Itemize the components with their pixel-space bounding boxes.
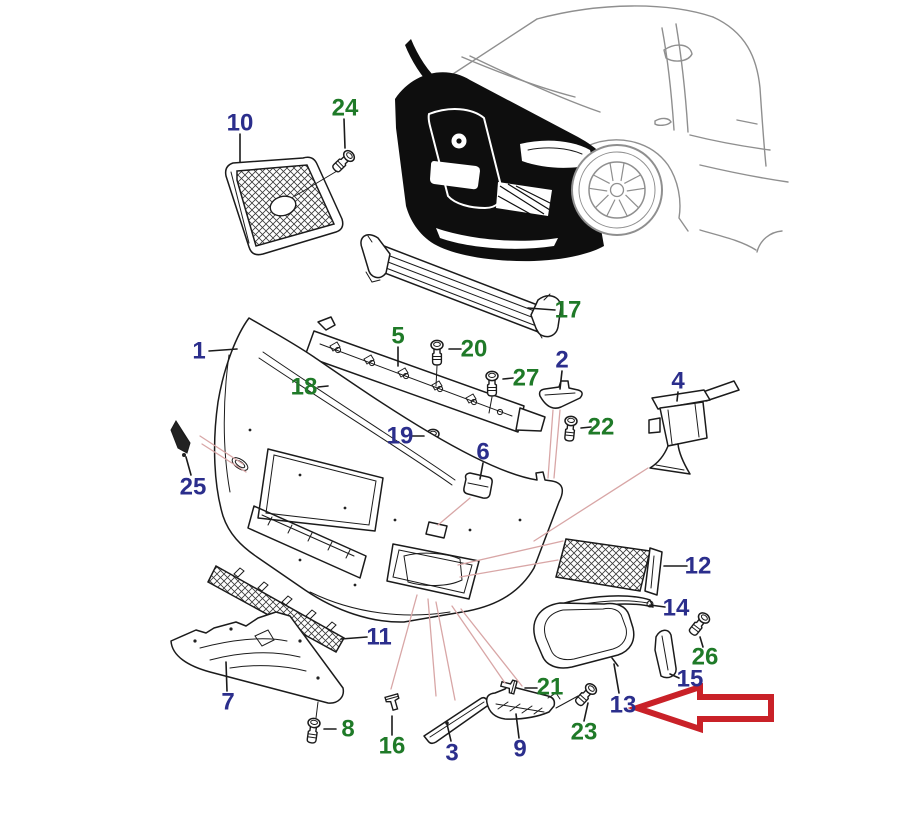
- part-impact-beam-17: [360, 234, 562, 339]
- callout-14: 14: [663, 595, 690, 622]
- part-bracket-3: [423, 696, 491, 745]
- part-fog-bezel-13: [533, 602, 635, 669]
- part-screw-8: [304, 701, 322, 745]
- wheel-spokes: [589, 162, 645, 217]
- part-bolt-26: [686, 609, 713, 639]
- part-bracket-2: [538, 380, 583, 409]
- callout-26: 26: [692, 644, 719, 671]
- part-bracket-4: [648, 380, 740, 475]
- callout-10: 10: [227, 110, 254, 137]
- part-mounting-panel-5: [304, 316, 546, 433]
- part-clip-16: [384, 693, 403, 713]
- callout-24: 24: [332, 95, 359, 122]
- callout-13: 13: [610, 692, 637, 719]
- callout-23: 23: [571, 719, 598, 746]
- part-bumper-cover-1: [213, 317, 564, 623]
- part-bracket-15: [654, 629, 677, 679]
- part-mesh-grille-12: [555, 538, 663, 596]
- callout-22: 22: [588, 414, 615, 441]
- part-screw-27: [485, 370, 499, 414]
- surface-specks: [248, 428, 522, 587]
- part-screw-20: [430, 339, 444, 387]
- highlight-arrow: [627, 682, 774, 734]
- callout-8: 8: [341, 716, 354, 743]
- part-sensor-jet-25: [170, 420, 191, 457]
- callout-21: 21: [537, 674, 564, 701]
- callout-25: 25: [180, 474, 207, 501]
- part-radiator-grille-10: [224, 156, 344, 256]
- vehicle-illustration: [395, 5, 789, 262]
- callout-7: 7: [221, 689, 234, 716]
- callout-27: 27: [513, 365, 540, 392]
- callout-1: 1: [192, 338, 205, 365]
- callouts: 1 2 3 4 5 6 7 8 9 10 11 12 13 14 15 16 1…: [180, 95, 719, 767]
- grille-tabs: [233, 567, 337, 632]
- reference-lines: [199, 409, 649, 701]
- callout-15: 15: [677, 666, 704, 693]
- part-tow-cover-9: [485, 685, 579, 720]
- leader-lines: [185, 118, 704, 742]
- callout-5: 5: [391, 323, 404, 350]
- callout-19: 19: [387, 423, 414, 450]
- callout-9: 9: [513, 736, 526, 763]
- highlighted-bumper-area: [395, 72, 616, 262]
- callout-20: 20: [461, 336, 488, 363]
- part-bolt-23: [572, 680, 600, 709]
- panel-detail-marks: [319, 341, 513, 417]
- part-lower-grille-11: [207, 564, 346, 654]
- left-arrow-icon: [627, 682, 774, 734]
- part-undertray-7: [170, 611, 345, 704]
- part-access-cover-6: [463, 472, 493, 499]
- callout-12: 12: [685, 553, 712, 580]
- callout-17: 17: [555, 297, 582, 324]
- callout-16: 16: [379, 733, 406, 760]
- callout-18: 18: [291, 374, 318, 401]
- part-bolt-22: [562, 415, 579, 443]
- callout-4: 4: [671, 368, 685, 395]
- callout-2: 2: [555, 347, 568, 374]
- callout-3: 3: [445, 740, 458, 767]
- callout-11: 11: [366, 624, 391, 651]
- part-screw-24: [294, 147, 358, 197]
- callout-6: 6: [476, 439, 489, 466]
